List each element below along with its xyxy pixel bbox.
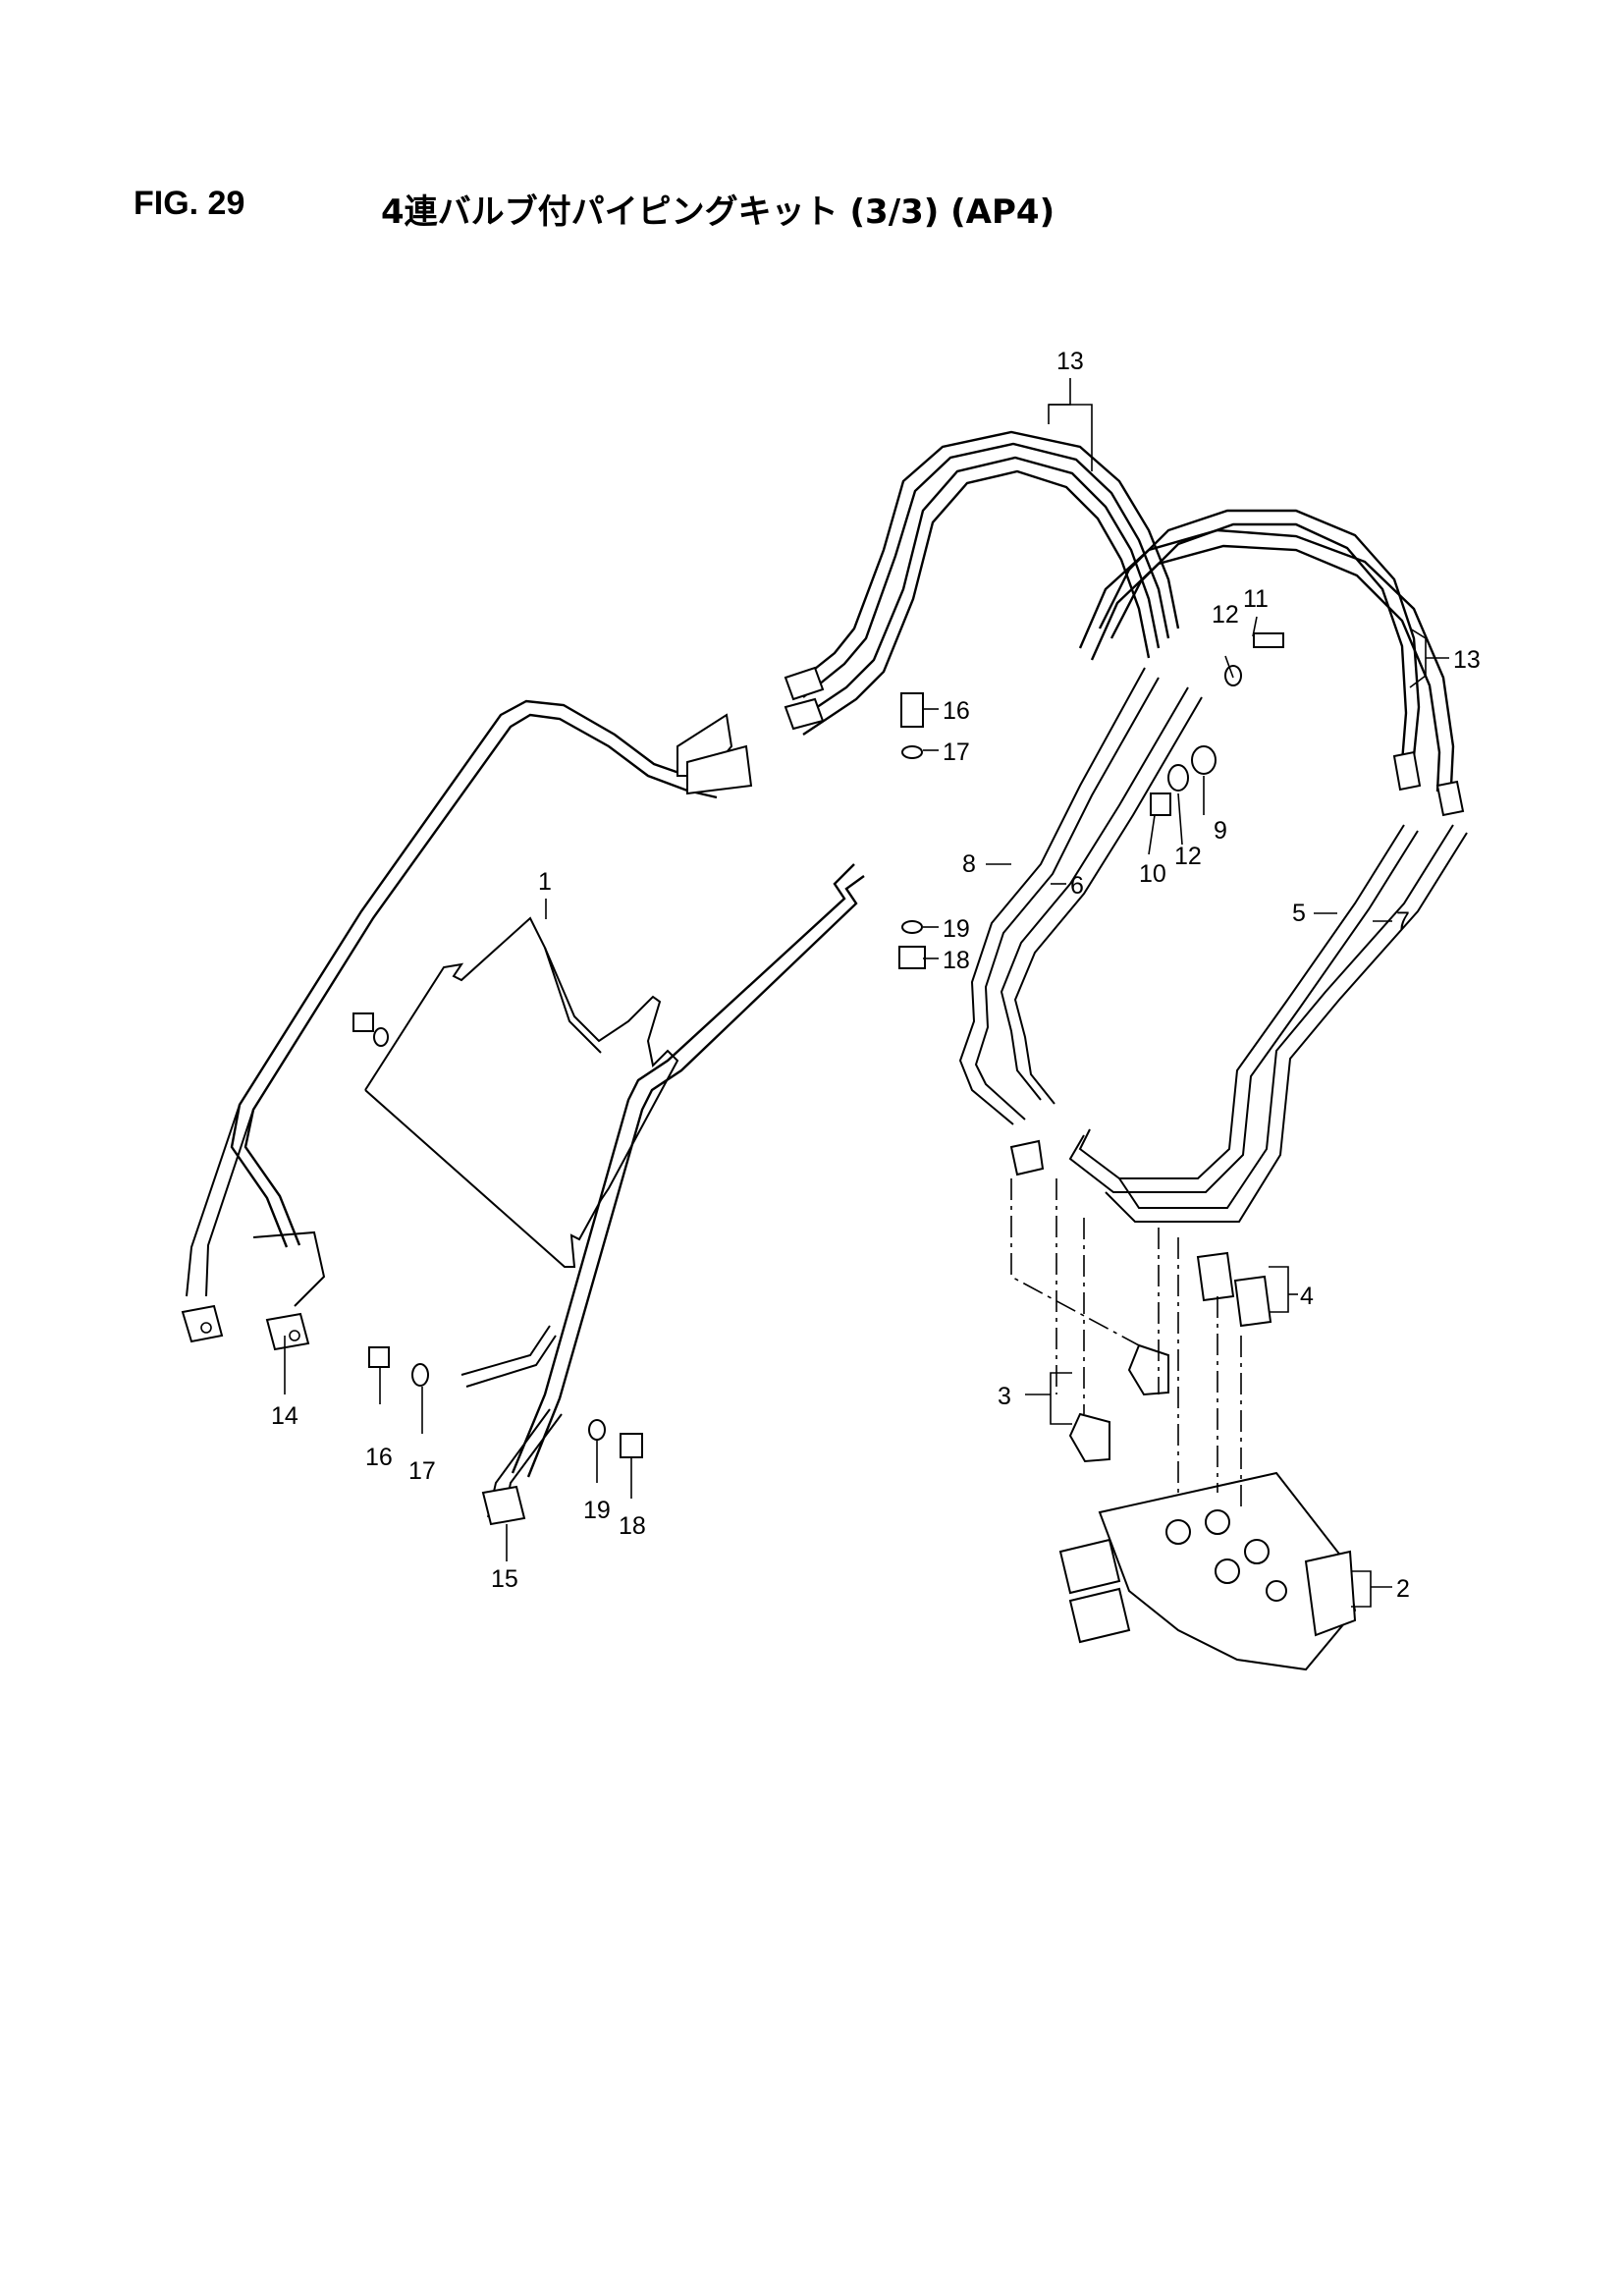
callout-19-lower: 19 — [583, 1497, 611, 1524]
leader-lines — [284, 378, 1449, 1608]
callout-5: 5 — [1292, 900, 1306, 927]
callout-13-top: 13 — [1056, 348, 1084, 375]
callout-17-lower: 17 — [408, 1457, 436, 1485]
callout-17-upper: 17 — [943, 738, 970, 766]
callout-18-upper: 18 — [943, 947, 970, 974]
control-valve-2 — [1058, 1471, 1357, 1671]
callout-9: 9 — [1214, 817, 1227, 845]
callout-14: 14 — [271, 1402, 298, 1430]
figure-title: 4連バルブ付パイピングキット (3/3) (AP4) — [381, 192, 1055, 232]
hose-pair-13-left — [784, 430, 1180, 736]
callout-12-top: 12 — [1212, 601, 1239, 629]
callout-2: 2 — [1396, 1575, 1410, 1603]
callout-11: 11 — [1243, 585, 1269, 613]
figure-header: FIG. 29 4連バルブ付パイピングキット (3/3) (AP4) — [134, 185, 1410, 234]
callout-6: 6 — [1070, 872, 1084, 900]
callout-16-upper: 16 — [943, 697, 970, 725]
callout-16-lower: 16 — [365, 1444, 393, 1471]
callout-8: 8 — [962, 850, 976, 878]
callout-labels: 13 13 12 11 16 17 19 18 9 12 10 8 6 5 7 … — [271, 348, 1481, 1603]
callout-13-right: 13 — [1453, 646, 1481, 674]
callout-12-lower: 12 — [1174, 843, 1202, 870]
small-hardware — [352, 632, 1284, 1458]
callout-18-lower: 18 — [619, 1512, 646, 1540]
callout-7: 7 — [1396, 907, 1410, 935]
fitting-4 — [1196, 1251, 1272, 1328]
foot-block-15 — [481, 1485, 526, 1526]
left-pipe-frame — [186, 699, 865, 1518]
callout-19-upper: 19 — [943, 915, 970, 943]
callout-3: 3 — [998, 1383, 1011, 1410]
figure-number: FIG. 29 — [134, 185, 245, 222]
callout-4: 4 — [1300, 1283, 1314, 1310]
plate-1 — [364, 916, 679, 1268]
center-lines — [1010, 1178, 1242, 1512]
pipes-8-6 — [958, 667, 1203, 1125]
pipes-5-7 — [1068, 824, 1468, 1223]
callout-10: 10 — [1139, 860, 1166, 888]
callout-1: 1 — [538, 868, 552, 896]
hose-pair-13-right — [1078, 509, 1465, 817]
foot-block-14 — [181, 1304, 310, 1351]
callout-15: 15 — [491, 1565, 518, 1593]
fitting-3 — [1009, 1139, 1169, 1463]
